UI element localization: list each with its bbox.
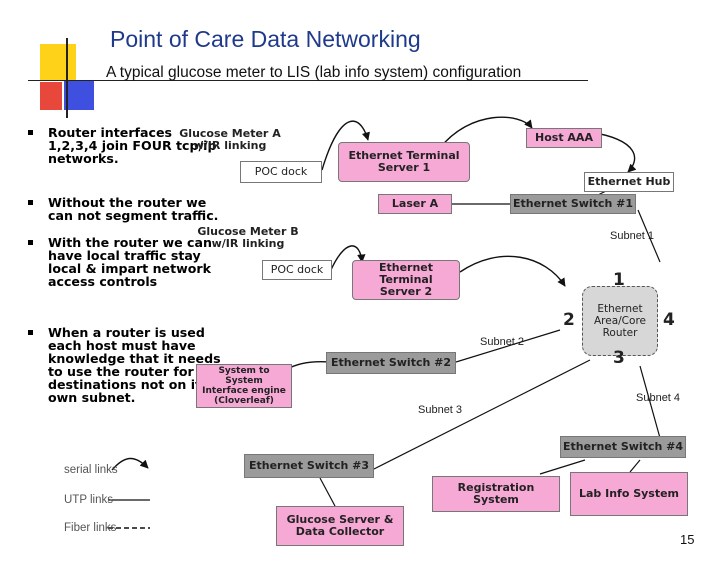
utp-link-switch4-reg (539, 459, 586, 475)
router-interface-3: 3 (613, 348, 625, 368)
poc-dock-2: POC dock (262, 260, 332, 280)
subnet-2-label: Subnet 2 (480, 336, 525, 348)
serial-link-ets1-host (439, 116, 533, 149)
page-title: Point of Care Data Networking (110, 26, 421, 52)
ethernet-area-core-router: Ethernet Area/Core Router (582, 286, 658, 356)
meter-a-label: Glucose Meter A w/IR linking (179, 127, 281, 152)
laser-a: Laser A (378, 194, 452, 214)
legend-serial-label: serial links (64, 464, 118, 476)
page-number: 15 (680, 532, 695, 547)
ethernet-terminal-server-2: Ethernet Terminal Server 2 (352, 260, 460, 300)
ethernet-switch-4: Ethernet Switch #4 (560, 436, 686, 458)
utp-link-switch3-server (319, 477, 336, 507)
decor-vertical-line (66, 38, 68, 118)
ethernet-switch-2: Ethernet Switch #2 (326, 352, 456, 374)
glucose-server: Glucose Server & Data Collector (276, 506, 404, 546)
subnet-1-label: Subnet 1 (610, 230, 655, 242)
lab-info-system: Lab Info System (570, 472, 688, 516)
decor-red-square (40, 82, 62, 110)
bullet-marker-icon (28, 330, 33, 335)
router-interface-2: 2 (563, 310, 575, 330)
ethernet-terminal-server-1: Ethernet Terminal Server 1 (338, 142, 470, 182)
page-subtitle: A typical glucose meter to LIS (lab info… (106, 64, 522, 81)
utp-link-switch4-router (639, 365, 661, 439)
serial-link-ets2-router (459, 255, 566, 287)
bullet-marker-icon (28, 130, 33, 135)
subnet-3-label: Subnet 3 (418, 404, 463, 416)
legend-serial-line (111, 457, 149, 471)
ethernet-switch-3: Ethernet Switch #3 (244, 454, 374, 478)
serial-link-dock2-ets2 (329, 245, 366, 273)
router-label: Ethernet Area/Core Router (593, 303, 646, 339)
utp-link-switch3-router (371, 359, 591, 471)
router-interface-4: 4 (663, 310, 675, 330)
bullet-marker-icon (28, 240, 33, 245)
utp-link-switch4-lab (629, 459, 641, 473)
registration-system: Registration System (432, 476, 560, 512)
utp-link-switch2-router (455, 329, 561, 363)
subnet-4-label: Subnet 4 (636, 392, 681, 404)
decor-horizontal-line (28, 80, 588, 81)
meter-b-label: Glucose Meter B w/IR linking (197, 225, 299, 250)
serial-link-host-hub (589, 131, 637, 173)
legend-utp-label: UTP links (64, 494, 113, 506)
ethernet-switch-1: Ethernet Switch #1 (510, 194, 636, 214)
decor-yellow-square (40, 44, 76, 80)
serial-link-dock1-ets1 (321, 120, 370, 171)
router-interface-1: 1 (613, 270, 625, 290)
ethernet-hub: Ethernet Hub (584, 172, 674, 192)
decor-blue-square (64, 80, 94, 110)
poc-dock-1: POC dock (240, 161, 322, 183)
legend-fiber-label: Fiber links (64, 522, 117, 534)
bullet-marker-icon (28, 200, 33, 205)
host-aaa: Host AAA (526, 128, 602, 148)
interface-engine: System to System Interface engine (Clove… (196, 364, 292, 408)
utp-link-switch1-router (637, 209, 661, 263)
